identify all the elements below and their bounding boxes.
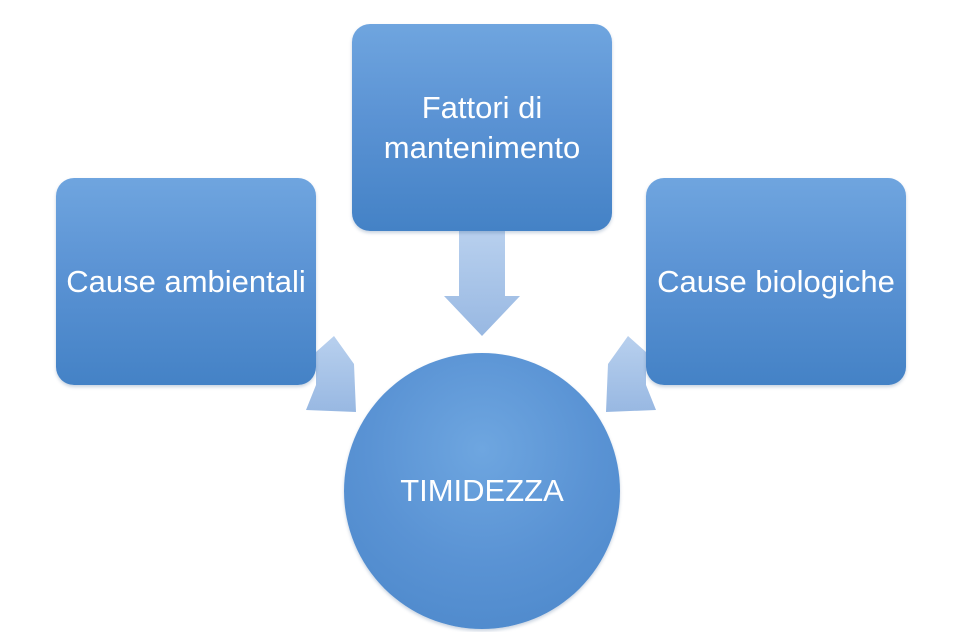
node-cause-ambientali: Cause ambientali [56, 178, 316, 385]
node-label: Cause biologiche [657, 263, 895, 299]
node-fattori-di-mantenimento: Fattori di mantenimento [352, 24, 612, 231]
arrow-right-to-center [606, 336, 656, 412]
center-label: TIMIDEZZA [400, 473, 564, 508]
node-label: Cause ambientali [66, 263, 306, 299]
center-node-timidezza: TIMIDEZZA [344, 353, 620, 629]
arrow-left-to-center [306, 336, 356, 412]
node-cause-biologiche: Cause biologiche [646, 178, 906, 385]
arrow-top-to-center [444, 231, 520, 336]
node-label: Fattori di mantenimento [383, 89, 581, 165]
